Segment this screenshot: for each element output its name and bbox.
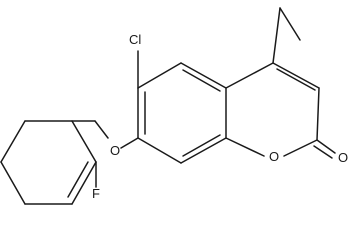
atom-label-f: F <box>92 186 100 201</box>
bond-ar-c4-c5 <box>0 161 26 205</box>
bond-c4a-c5 <box>180 62 227 89</box>
bond-c4-c3 <box>272 62 320 89</box>
bond-c3-c2 <box>316 87 320 141</box>
bond-c2-o1 <box>283 139 318 157</box>
bond-ar-c5-c6 <box>0 120 26 163</box>
atom-label-o-ether: O <box>110 143 120 158</box>
bond-o1-c8a <box>225 137 265 157</box>
bond-c8-c8a <box>180 137 227 164</box>
atom-labels: Cl O O O F <box>92 32 348 201</box>
bond-ar-c2-c3 <box>71 161 97 205</box>
bond-c7-c8 <box>137 137 182 164</box>
bond-c7-o <box>120 137 139 149</box>
bond-carbonyl-a <box>316 139 336 154</box>
bond-ethyl-ch2 <box>272 7 281 64</box>
bond-carbonyl-b <box>313 145 333 159</box>
bond-o-ch2 <box>94 120 109 139</box>
atom-label-o-carbonyl: O <box>338 150 348 165</box>
bond-ar-c1-c2 <box>71 120 97 163</box>
bond-c4-c3-double <box>276 68 316 91</box>
bond-c8-c8a-double <box>182 134 221 157</box>
atom-label-o-ring: O <box>269 149 279 164</box>
bond-c4-c4a <box>225 62 274 89</box>
atom-label-cl: Cl <box>129 32 141 47</box>
bond-c4a-c5-double <box>182 69 221 92</box>
structure-canvas: Cl O O O F <box>0 7 349 205</box>
bond-c5-c6 <box>137 62 182 89</box>
bond-ethyl-ch3 <box>279 7 301 41</box>
bond-ar-c2-c3-double <box>67 161 89 198</box>
bond-lines <box>0 7 336 205</box>
molecule-drawing: Cl O O O F <box>0 7 348 205</box>
